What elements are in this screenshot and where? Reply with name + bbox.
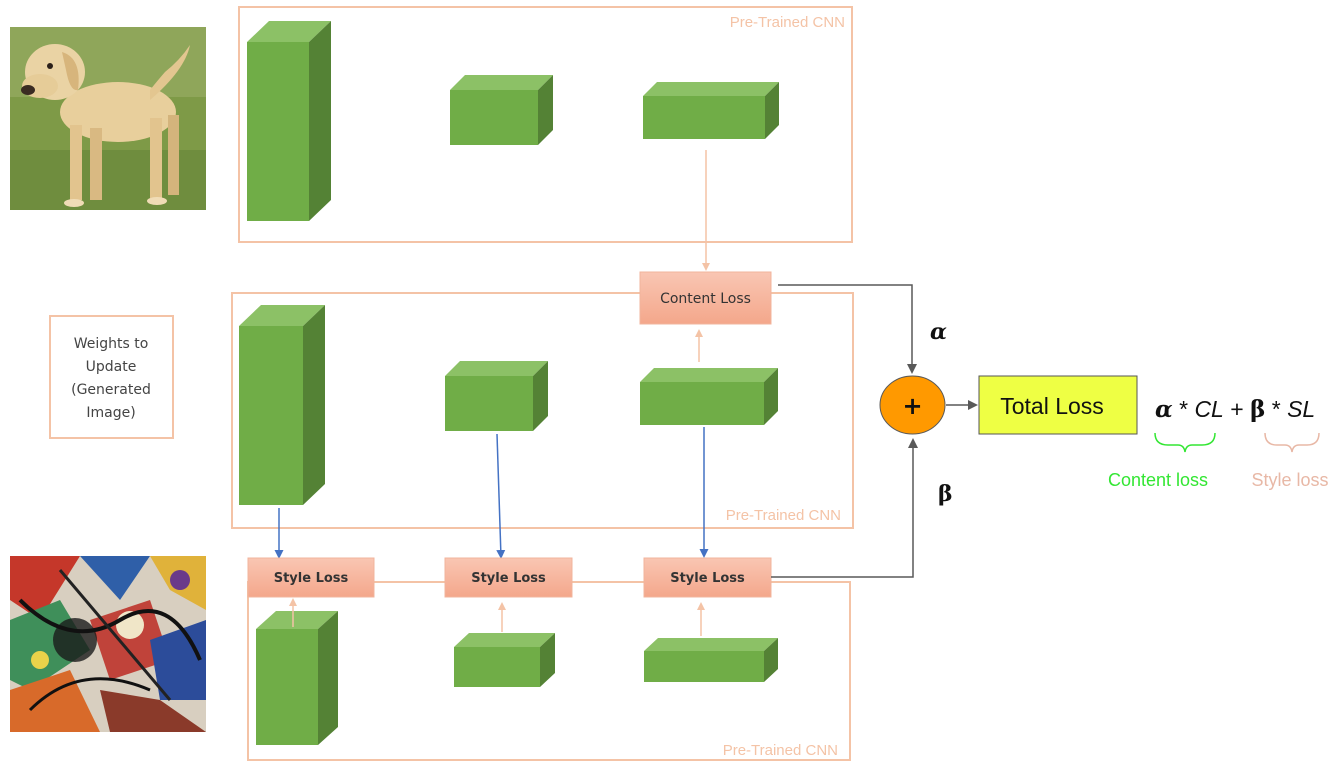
arrow-content-to-plus: [778, 284, 917, 374]
content-image-dog: [10, 27, 206, 210]
cnn-block-top-3: [643, 82, 779, 139]
style-loss-label-3: Style Loss: [670, 571, 745, 586]
total-loss-label: Total Loss: [1000, 393, 1104, 419]
cnn-frame-top: [238, 6, 853, 243]
formula-alpha: α: [1155, 396, 1173, 423]
weights-line-4: Image): [86, 405, 135, 421]
content-loss-box: Content Loss: [639, 271, 772, 325]
content-loss-label: Content Loss: [660, 291, 751, 307]
content-loss-brace: [1154, 432, 1216, 453]
style-image-painting: [10, 556, 206, 732]
formula-cl: CL: [1194, 396, 1223, 422]
style-loss-label-2: Style Loss: [471, 571, 546, 586]
style-loss-box-1: Style Loss: [247, 557, 375, 598]
cnn-block-mid-1: [239, 305, 325, 505]
alpha-symbol: α: [930, 319, 947, 345]
style-loss-brace: [1264, 432, 1320, 453]
content-loss-caption: Content loss: [1108, 470, 1208, 490]
arrow-mid2-to-style-loss: [496, 433, 506, 559]
cnn-block-top-1: [247, 21, 331, 221]
formula-plus: +: [1224, 396, 1250, 422]
plus-icon: +: [902, 392, 922, 420]
weights-to-update-box: Weights to Update (Generated Image): [49, 315, 174, 439]
cnn-label-top: Pre-Trained CNN: [730, 14, 845, 31]
formula-sl: SL: [1287, 396, 1315, 422]
cnn-block-mid-3: [640, 368, 778, 425]
cnn-block-mid-2: [445, 361, 548, 431]
total-loss-box: Total Loss: [978, 375, 1138, 435]
formula-times-2: *: [1265, 396, 1287, 422]
style-loss-label-1: Style Loss: [274, 571, 349, 586]
style-loss-box-3: Style Loss: [643, 557, 772, 598]
formula-beta: β: [1250, 396, 1265, 423]
style-loss-box-2: Style Loss: [444, 557, 573, 598]
cnn-block-top-2: [450, 75, 553, 145]
beta-symbol: β: [938, 481, 953, 507]
style-loss-caption: Style loss: [1251, 470, 1328, 490]
weights-line-2: Update: [86, 359, 137, 375]
cnn-frame-middle: [231, 292, 854, 529]
cnn-block-bot-2: [454, 633, 555, 687]
cnn-block-bot-1: [256, 611, 338, 745]
total-loss-formula: α * CL + β * SL: [1155, 396, 1315, 423]
cnn-label-middle: Pre-Trained CNN: [726, 507, 841, 524]
arrow-style-to-plus: [771, 438, 918, 578]
cnn-block-bot-3: [644, 638, 778, 682]
formula-times-1: *: [1173, 396, 1195, 422]
cnn-label-bottom: Pre-Trained CNN: [723, 742, 838, 759]
weights-line-3: (Generated: [71, 382, 151, 398]
weights-line-1: Weights to: [74, 336, 149, 352]
sum-node: +: [879, 375, 946, 435]
